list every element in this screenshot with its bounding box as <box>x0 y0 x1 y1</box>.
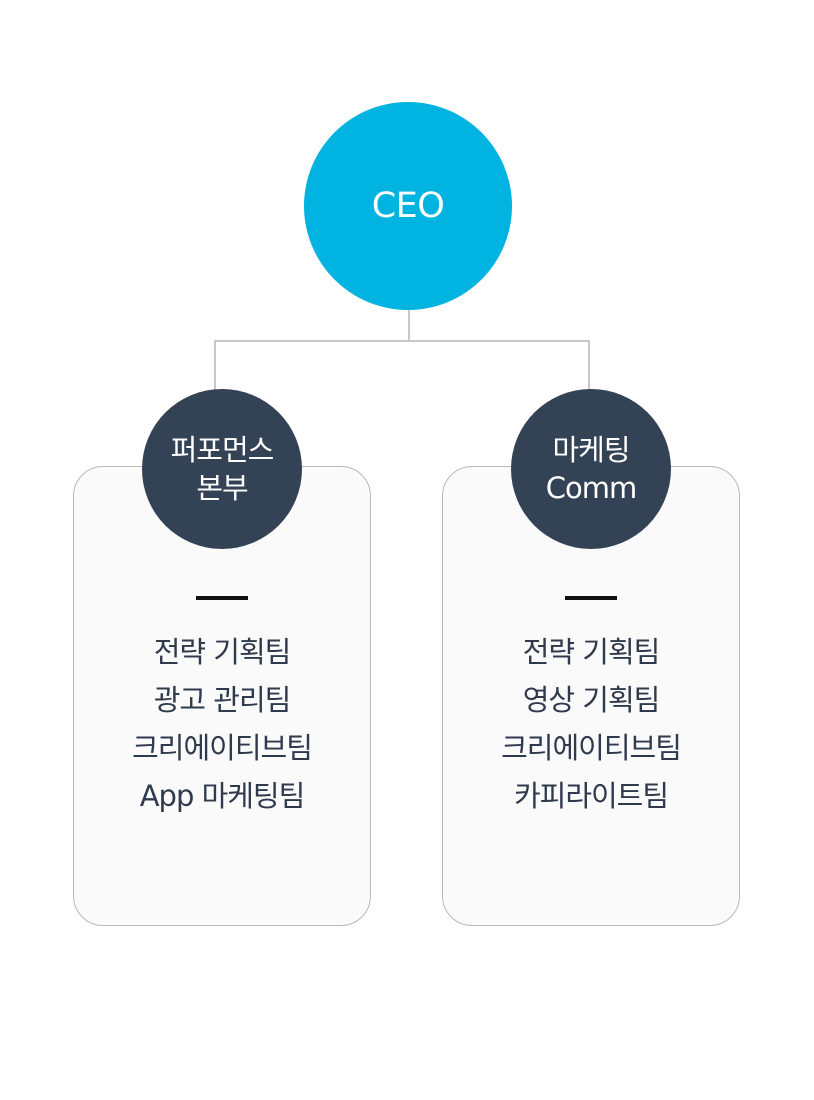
team-list-performance: 전략 기획팀 광고 관리팀 크리에이티브팀 App 마케팅팀 <box>73 628 371 820</box>
team-list-marketing: 전략 기획팀 영상 기획팀 크리에이티브팀 카피라이트팀 <box>442 628 740 820</box>
team-item: 크리에이티브팀 <box>501 731 682 765</box>
department-name-line2: 본부 <box>196 471 248 505</box>
department-name-line2: Comm <box>545 471 637 505</box>
connector-ceo-vertical <box>408 310 410 341</box>
connector-horizontal <box>214 340 590 342</box>
connector-left-vertical <box>214 340 216 390</box>
team-item: 전략 기획팀 <box>522 635 661 669</box>
department-name-line1: 퍼포먼스 <box>170 433 275 467</box>
ceo-label: CEO <box>371 186 445 226</box>
department-name-line1: 마케팅 <box>552 433 630 467</box>
team-item: 카피라이트팀 <box>513 779 669 813</box>
team-item: 영상 기획팀 <box>522 683 661 717</box>
department-node-performance: 퍼포먼스 본부 <box>142 389 302 549</box>
ceo-node: CEO <box>304 102 512 310</box>
connector-right-vertical <box>588 340 590 390</box>
team-item: 크리에이티브팀 <box>132 731 313 765</box>
team-item: App 마케팅팀 <box>139 779 306 813</box>
team-item: 광고 관리팀 <box>153 683 292 717</box>
team-item: 전략 기획팀 <box>153 635 292 669</box>
department-node-marketing: 마케팅 Comm <box>511 389 671 549</box>
divider-dash <box>196 596 248 600</box>
divider-dash <box>565 596 617 600</box>
